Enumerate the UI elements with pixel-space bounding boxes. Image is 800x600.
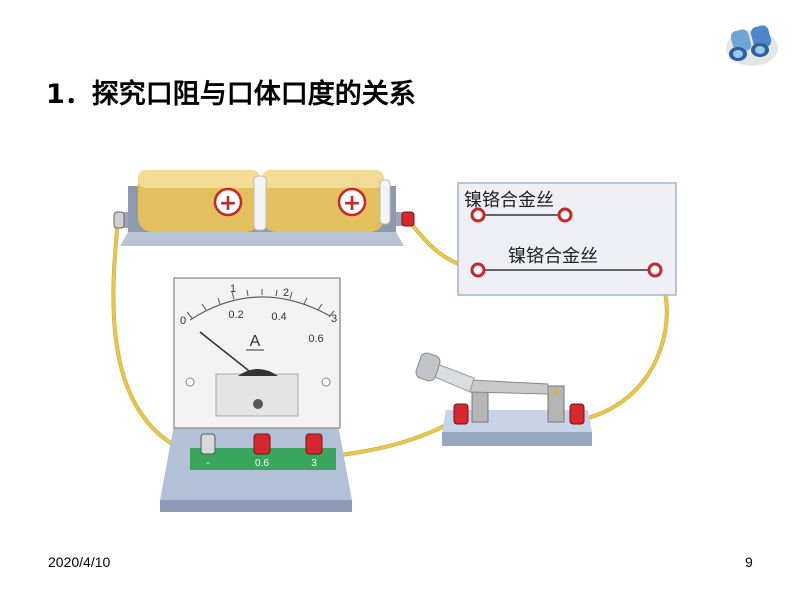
page-number: 9 [745, 554, 753, 570]
scale-label: 3 [331, 313, 337, 325]
battery-plus-symbols: + + [219, 191, 361, 216]
scale-label: 0.2 [228, 309, 243, 321]
wire-board: 镍铬合金丝 镍铬合金丝 [457, 182, 677, 296]
terminal-label: 0.6 [255, 458, 269, 469]
battery-holder [113, 170, 415, 246]
scale-ticks [186, 289, 335, 319]
terminal-label: 3 [311, 458, 317, 469]
ammeter-terminals [200, 433, 323, 455]
slide-title: 1．探究口阻与口体口度的关系 [46, 79, 416, 110]
scale-label: 1 [230, 283, 236, 295]
knife-switch [415, 352, 592, 446]
scale-label: 0.4 [271, 311, 286, 323]
scale-label: 0 [180, 315, 186, 327]
scale-label: 2 [283, 287, 289, 299]
wire-label-bottom: 镍铬合金丝 [508, 246, 598, 267]
terminal-label: - [206, 458, 209, 469]
plus-icon: + [343, 191, 361, 216]
ammeter-needle [199, 331, 259, 379]
slide-date: 2020/4/10 [48, 554, 111, 570]
ammeter: 0 1 2 3 0.2 0.4 0.6 A - 0.6 3 [160, 277, 352, 512]
scale-label: 0.6 [308, 333, 323, 345]
binoculars-icon [722, 18, 782, 70]
wire-label-top: 镍铬合金丝 [464, 190, 554, 211]
ammeter-unit-label: A [250, 333, 261, 350]
plus-icon: + [219, 191, 237, 216]
